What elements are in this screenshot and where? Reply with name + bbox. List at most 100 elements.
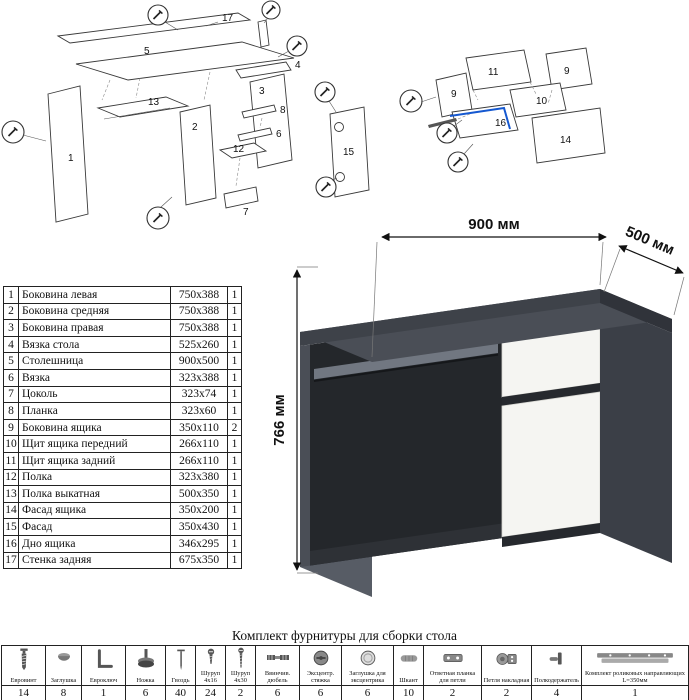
part-8-plank [241,104,277,119]
part-name: Столешница [18,352,171,370]
part-qty: 1 [227,402,242,420]
dowel-screw-icon [266,655,289,660]
part-size: 750x388 [170,302,228,321]
part-2-label: 2 [192,122,198,133]
part-size: 323x60 [170,402,228,420]
part-name: Полка [18,468,171,487]
hardware-item-label: Заглушка [50,676,77,684]
part-qty: 1 [227,352,242,370]
part-17-label: 17 [222,13,234,24]
part-size: 346x295 [170,534,228,553]
part-3-label: 3 [259,86,265,97]
part-name: Боковина правая [18,319,171,337]
height-dimension: 766 мм [271,266,318,574]
exploded-view-desk: 17 5 4 3 13 2 1 12 8 6 7 15 [1,0,370,230]
pedestal-base [502,523,600,547]
part-qty: 1 [227,286,242,304]
part-name: Боковина средняя [18,302,171,321]
fastener-callouts [399,89,474,173]
part-9-label-left: 9 [451,89,457,100]
part-7-label: 7 [243,207,249,218]
part-qty: 1 [227,485,242,503]
part-2-middle-side [179,104,217,206]
fastener-callouts [1,0,338,230]
part-name: Полка выкатная [18,485,171,503]
part-size: 323x380 [170,468,228,487]
hardware-qty: 6 [299,685,342,700]
part-number: 11 [3,451,19,470]
hardware-item-label: Евровинт [10,676,37,684]
door-front [501,391,601,538]
hardware-cell: Заглушка [45,645,82,686]
part-number: 8 [3,402,19,420]
part-17-back-panel [56,12,252,44]
hardware-qty: 2 [423,685,482,700]
part-size: 350x110 [170,418,228,437]
confirmat-screw-icon [19,648,28,671]
hardware-cell: Гвоздь [165,645,196,686]
part-size: 323x74 [170,385,228,404]
part-number: 13 [3,485,19,503]
hardware-kit-title: Комплект фурнитуры для сборки стола [232,628,457,643]
part-14-drawer-facade [531,107,606,164]
part-number-labels: 17 5 4 3 13 2 1 12 8 6 7 15 [68,13,355,218]
part-6-brace [237,127,273,142]
part-qty: 1 [227,385,242,404]
hardware-item-label: Полкодержатель [534,676,579,684]
desktop-top-face [300,289,672,362]
part-16-label: 16 [495,118,507,129]
part-qty: 1 [227,302,242,321]
hinge-cup-icon [335,172,345,182]
part-name: Дно ящика [18,534,171,553]
hardware-cell: Ответная планка для петли [423,645,482,686]
part-15-door [329,106,370,198]
part-number-labels: 11 9 9 10 16 14 [451,66,572,146]
cap-icon [57,652,70,661]
exploded-view-drawer: 11 9 9 10 16 14 [399,47,606,173]
tray-shadow [313,353,499,382]
desk-left-edge [300,344,310,567]
hardware-qty: 8 [45,685,82,700]
part-5-label: 5 [144,46,150,57]
part-qty: 1 [227,335,242,354]
assembly-guide-lines [457,81,553,120]
width-dimension: 900 мм [371,216,607,358]
part-qty: 2 [227,418,242,437]
part-name: Щит ящика задний [18,451,171,470]
part-qty: 1 [227,435,242,453]
part-9-drawer-side-right [545,47,593,91]
part-number: 2 [3,302,19,321]
part-13-rollout-shelf [96,96,190,118]
desk-kick-plate [310,523,502,566]
cam-cap-icon [360,650,375,666]
hardware-qty: 10 [393,685,424,700]
hardware-qty: 4 [531,685,582,700]
part-size: 323x388 [170,368,228,387]
hardware-qty: 1 [81,685,126,700]
hardware-cell: Шкант [393,645,424,686]
hardware-item-label: Заглушка для эксцентрика [349,669,386,684]
part-qty: 1 [227,368,242,387]
nail-icon [176,649,185,670]
shelf-pin-icon [549,652,562,665]
hardware-qty: 6 [255,685,300,700]
hardware-kit-table: Евровинт Заглушка Евроключ Ножка Гвоздь … [1,645,689,700]
hardware-cell: Заглушка для эксцентрика [341,645,394,686]
hardware-cell: Комплект роликовых направляющих L=350мм [581,645,689,686]
hardware-item-label: Шкант [399,676,418,684]
desk-body [300,289,672,597]
keyboard-tray [314,342,498,380]
handle-recess [502,383,600,406]
part-name: Боковина левая [18,286,171,304]
part-number: 4 [3,335,19,354]
part-qty: 1 [227,518,242,536]
hardware-item-label: Ответная планка для петли [429,669,476,684]
depth-label: 500 мм [623,223,677,259]
part-qty: 1 [227,319,242,337]
